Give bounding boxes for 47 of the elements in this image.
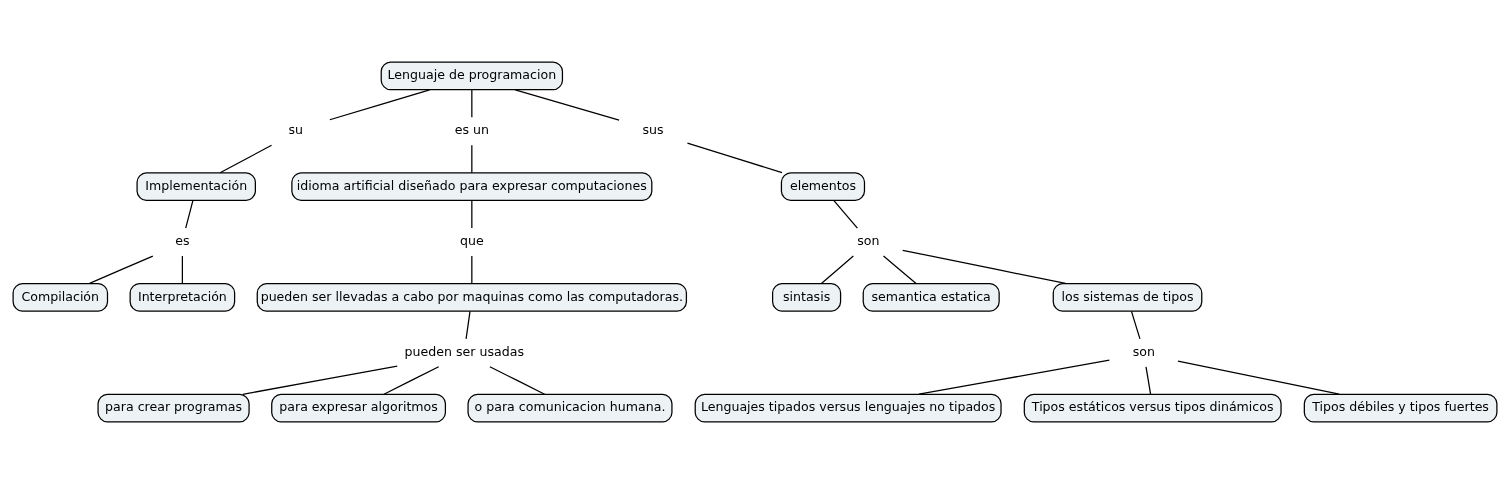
connector bbox=[902, 249, 1067, 285]
connector bbox=[882, 255, 917, 285]
node-box: sintasis bbox=[772, 282, 842, 312]
node-box: Lenguajes tipados versus lenguajes no tipados bbox=[694, 393, 1002, 423]
connector bbox=[820, 255, 854, 285]
connector bbox=[219, 144, 273, 174]
node-box: o para comunicacion humana. bbox=[467, 393, 673, 423]
connector bbox=[686, 142, 783, 174]
connector bbox=[471, 200, 473, 229]
node-box: elementos bbox=[780, 172, 866, 202]
node-text: su bbox=[288, 122, 303, 138]
node-box: los sistemas de tipos bbox=[1052, 282, 1203, 312]
connector bbox=[1145, 366, 1152, 395]
connector bbox=[471, 144, 473, 174]
connector bbox=[918, 359, 1110, 395]
connector bbox=[181, 255, 183, 285]
connector bbox=[1130, 310, 1141, 340]
connector bbox=[1177, 360, 1340, 395]
node-text: es un bbox=[454, 122, 489, 138]
node-box: pueden ser llevadas a cabo por maquinas como las computadoras. bbox=[256, 282, 688, 312]
node-text: es bbox=[175, 233, 190, 249]
connector bbox=[465, 310, 471, 340]
connector bbox=[242, 365, 398, 395]
node-text: son bbox=[1132, 343, 1155, 359]
connector bbox=[383, 366, 440, 395]
connector bbox=[514, 89, 620, 121]
node-box: Tipos estáticos versus tipos dinámicos bbox=[1023, 393, 1282, 423]
node-text: son bbox=[857, 233, 880, 249]
node-text: pueden ser usadas bbox=[404, 343, 524, 359]
node-box: para crear programas bbox=[97, 393, 250, 423]
node-box: para expresar algoritmos bbox=[271, 393, 447, 423]
connector bbox=[185, 200, 194, 229]
node-box: Tipos débiles y tipos fuertes bbox=[1303, 393, 1498, 423]
node-text: sus bbox=[642, 122, 664, 138]
node-text: que bbox=[459, 233, 484, 249]
node-box: Lenguaje de programacion bbox=[380, 61, 564, 91]
connector bbox=[88, 255, 154, 285]
connector bbox=[471, 255, 473, 285]
node-box: semantica estatica bbox=[862, 282, 1000, 312]
connector bbox=[329, 89, 431, 121]
node-box: idioma artificial diseñado para expresar computaciones bbox=[291, 172, 653, 202]
connector bbox=[489, 366, 546, 395]
node-box: Interpretación bbox=[129, 282, 236, 312]
node-box: Compilación bbox=[12, 282, 109, 312]
connector bbox=[471, 89, 473, 118]
connector bbox=[833, 200, 859, 229]
node-box: Implementación bbox=[136, 172, 256, 202]
